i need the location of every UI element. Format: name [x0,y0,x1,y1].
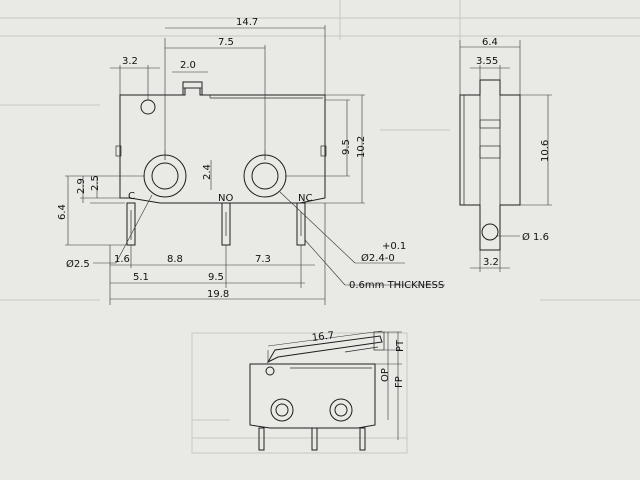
lever-label-op: OP [380,368,391,382]
label-tolerance: +0.1 [382,241,406,252]
label-7-5: 7.5 [218,37,234,48]
pin-label-no: NO [218,193,233,204]
pin-label-nc: NC [298,193,312,204]
lever-view: 16.7 PT OP FP [191,330,408,454]
label-14-7: 14.7 [236,17,258,28]
label-1-6: 1.6 [114,254,130,265]
label-3-2-top: 3.2 [122,56,138,67]
label-thickness: 0.6mm THICKNESS [349,280,444,291]
side-label-3-2: 3.2 [483,257,499,268]
label-5-1: 5.1 [133,272,149,283]
side-view: 6.4 3.55 10.6 Ø 1.6 3.2 [459,37,552,272]
front-view: 14.7 7.5 3.2 2.0 9.5 10.2 2.4 2.9 2.5 6.… [57,17,445,305]
label-7-3: 7.3 [255,254,271,265]
label-6-4-left: 6.4 [57,204,68,220]
label-19-8: 19.8 [207,289,229,300]
label-9-5-horizontal: 9.5 [208,272,224,283]
label-2-9: 2.9 [76,178,87,194]
label-10-2: 10.2 [356,136,367,158]
terminal-c [126,202,136,246]
lever-label-16-7: 16.7 [311,330,334,344]
label-8-8: 8.8 [167,254,183,265]
background-table-grid [0,0,640,301]
side-label-dia-1-6: Ø 1.6 [522,231,549,243]
terminal-no [221,202,231,246]
side-label-10-6: 10.6 [540,140,551,162]
side-label-3-55: 3.55 [476,56,498,67]
label-2-5: 2.5 [90,175,101,191]
pin-label-c: C [128,191,135,202]
label-dia-2-4: Ø2.4-0 [361,252,395,264]
label-2-4: 2.4 [202,164,213,180]
lever-label-pt: PT [395,339,406,352]
side-label-6-4: 6.4 [482,37,498,48]
label-2-0: 2.0 [180,60,196,71]
lever-label-fp: FP [394,376,405,388]
label-dia-2-5: Ø2.5 [66,258,90,270]
label-9-5-vertical: 9.5 [341,139,352,155]
